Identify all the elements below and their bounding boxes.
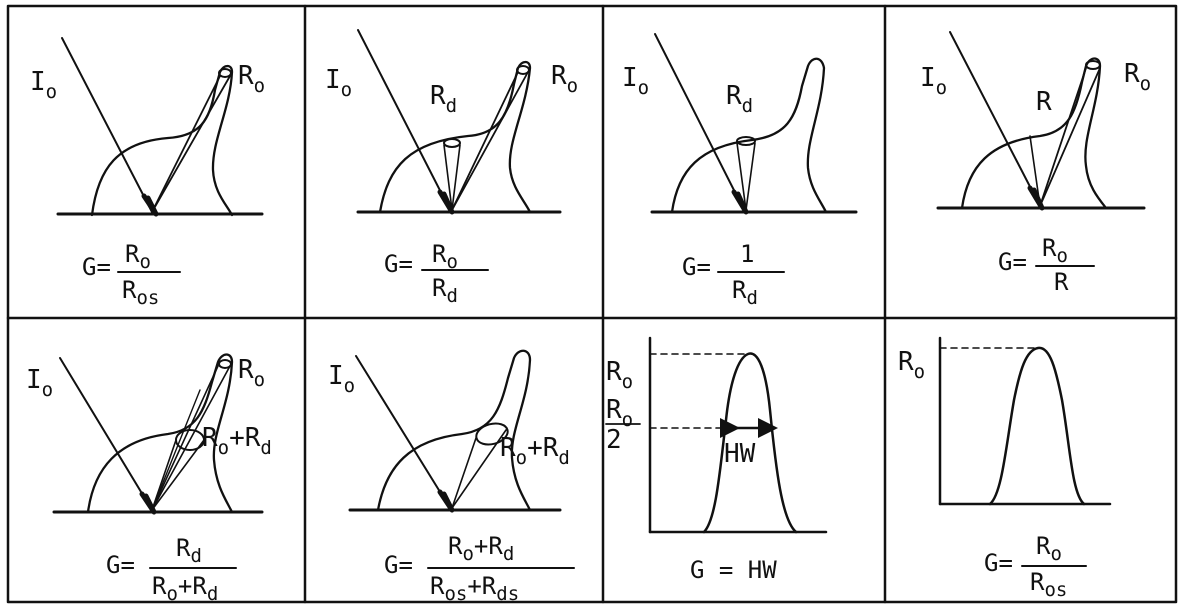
formula: G= Ro Ros (984, 532, 1087, 601)
distribution-curve (988, 346, 1086, 506)
svg-text:Ro+Rd: Ro+Rd (448, 532, 514, 565)
svg-text:Rd: Rd (726, 81, 753, 117)
svg-text:Io: Io (328, 361, 355, 397)
detector-aperture (443, 138, 461, 148)
svg-text:Ro: Ro (432, 240, 458, 273)
reflectance-lobe (86, 353, 234, 514)
svg-text:Ro: Ro (1124, 59, 1151, 95)
svg-text:Io: Io (920, 63, 947, 99)
detector-aperture (736, 136, 756, 146)
svg-text:Ro: Ro (606, 395, 633, 431)
formula: G= Rd Ro+Rd (106, 534, 237, 605)
formula: G= Ro+Rd Ros+Rds (384, 532, 575, 605)
cell-7: Ro Ro 2 HW G = HW (605, 336, 828, 584)
svg-text:Ros: Ros (1030, 568, 1067, 601)
svg-text:Io: Io (30, 67, 57, 103)
svg-text:Ro: Ro (606, 357, 633, 393)
svg-text:Ro: Ro (1042, 234, 1068, 267)
cell-8: Ro G= Ro Ros (898, 336, 1112, 601)
svg-text:Io: Io (26, 365, 53, 401)
incident-ray (949, 31, 1041, 207)
svg-text:Rd: Rd (732, 276, 758, 309)
incident-ray (654, 33, 745, 211)
incident-ray (355, 355, 451, 509)
reflectance-lobe (960, 57, 1108, 210)
svg-text:G=: G= (984, 549, 1013, 577)
half-width-label: HW (724, 439, 756, 469)
incident-arrowhead (141, 193, 159, 217)
svg-text:Ro+Rd: Ro+Rd (202, 423, 272, 459)
cell-5: Io Ro Ro+Rd G= Rd Ro+Rd (26, 353, 272, 605)
svg-text:Ro: Ro (1036, 532, 1062, 565)
svg-text:Io: Io (622, 63, 649, 99)
svg-text:Ro+Rd: Ro+Rd (500, 433, 570, 469)
reflectance-lobe (376, 349, 532, 512)
incident-ray (59, 357, 153, 511)
svg-text:Ro: Ro (238, 355, 265, 391)
svg-text:Ro+Rd: Ro+Rd (152, 572, 218, 605)
svg-text:Rd: Rd (176, 534, 202, 567)
formula: G = HW (690, 556, 777, 584)
distribution-curve (702, 352, 798, 534)
svg-text:Ro: Ro (238, 61, 265, 97)
cell-4: Io Ro R G= Ro R (920, 31, 1151, 296)
svg-text:1: 1 (740, 240, 754, 268)
formula: G= Ro Rd (384, 240, 489, 307)
svg-text:Ro: Ro (125, 240, 151, 273)
svg-text:G=: G= (682, 253, 711, 281)
reflectance-lobe (90, 64, 234, 217)
svg-text:G=: G= (82, 253, 111, 281)
svg-text:Io: Io (325, 65, 352, 101)
cell-2: Io Ro Rd G= Ro Rd (325, 29, 578, 307)
peak-label: R (238, 61, 254, 91)
svg-text:2: 2 (606, 425, 622, 455)
incident-ray (61, 37, 153, 213)
svg-text:G=: G= (998, 248, 1027, 276)
svg-text:G=: G= (384, 551, 413, 579)
svg-text:R: R (1036, 87, 1052, 117)
formula: G= 1 Rd (682, 240, 785, 309)
cell-6: Io Ro+Rd G= Ro+Rd Ros+Rds (328, 349, 575, 605)
svg-text:Rd: Rd (430, 81, 457, 117)
svg-text:Rd: Rd (432, 274, 458, 307)
table-grid (6, 4, 1178, 604)
incident-ray (357, 29, 451, 211)
svg-text:G=: G= (384, 250, 413, 278)
svg-text:Ro: Ro (551, 61, 578, 97)
formula: G= Ro R (998, 234, 1095, 296)
reflectance-lobe (378, 60, 532, 214)
cell-3: Io Rd G= 1 Rd (622, 33, 858, 309)
svg-text:R: R (1054, 268, 1069, 296)
svg-text:Ro: Ro (898, 347, 925, 383)
svg-text:Ros+Rds: Ros+Rds (430, 572, 519, 605)
svg-text:Ros: Ros (122, 276, 159, 309)
cell-1: Io Ro G= Ro Ros (30, 37, 265, 309)
incident-label: I (30, 67, 46, 97)
svg-text:G=: G= (106, 551, 135, 579)
formula: G= Ro Ros (82, 240, 181, 309)
reflectance-lobe (670, 57, 828, 214)
y-top-label: R (606, 357, 622, 387)
